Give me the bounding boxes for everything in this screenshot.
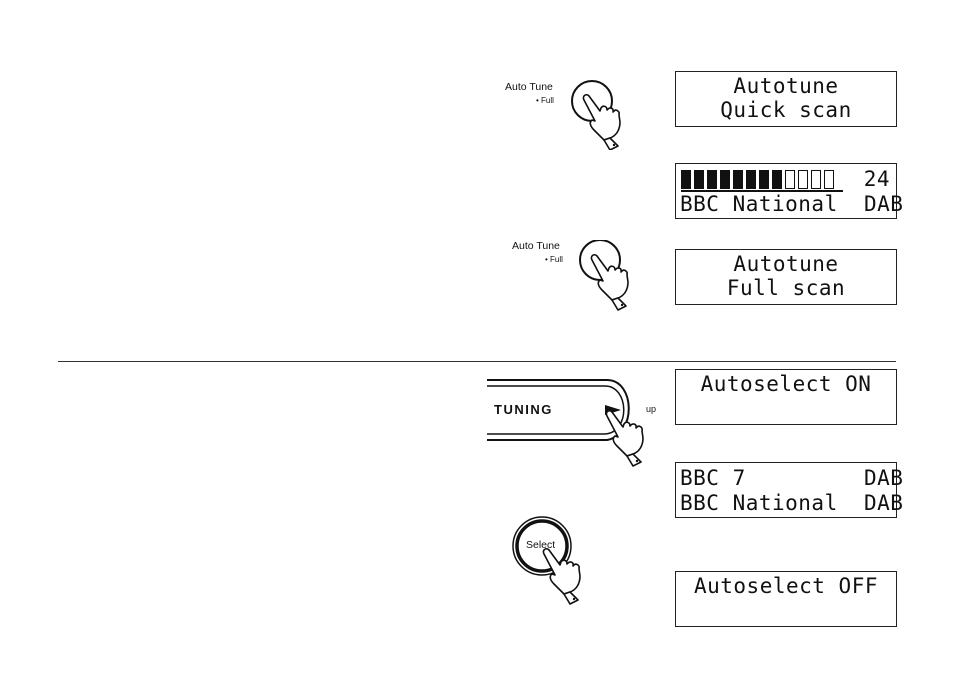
section-divider bbox=[58, 361, 896, 362]
progress-segment-filled bbox=[720, 170, 730, 189]
lcd-autotune-quick: Autotune Quick scan bbox=[675, 71, 897, 127]
auto-tune-button-quick[interactable] bbox=[570, 78, 650, 150]
pointing-hand-icon bbox=[590, 253, 629, 311]
auto-tune-full-sublabel: • Full bbox=[545, 255, 563, 264]
lcd-line-1: BBC 7 DAB bbox=[680, 466, 904, 490]
auto-tune-full-sublabel: • Full bbox=[536, 96, 554, 105]
progress-segment-empty bbox=[785, 170, 795, 189]
progress-segment-filled bbox=[759, 170, 769, 189]
pointing-hand-icon bbox=[542, 547, 581, 605]
tuning-outline-outer bbox=[487, 379, 630, 441]
scan-progress-bars bbox=[681, 170, 837, 189]
progress-segment-empty bbox=[811, 170, 821, 189]
lcd-autotune-full: Autotune Full scan bbox=[675, 249, 897, 305]
lcd-line-2: BBC National DAB bbox=[680, 491, 904, 515]
lcd-line-2: BBC National DAB bbox=[680, 192, 904, 216]
progress-segment-filled bbox=[733, 170, 743, 189]
progress-segment-filled bbox=[772, 170, 782, 189]
lcd-line-1: Autoselect ON bbox=[700, 372, 872, 396]
tuning-control[interactable] bbox=[487, 376, 667, 476]
lcd-line-2: Quick scan bbox=[720, 98, 852, 122]
lcd-line-1: Autotune bbox=[733, 252, 839, 276]
progress-segment-filled bbox=[707, 170, 717, 189]
lcd-line-2: Full scan bbox=[726, 276, 846, 300]
auto-tune-label: Auto Tune bbox=[505, 81, 553, 93]
scan-progress-underline bbox=[681, 190, 843, 192]
select-button[interactable] bbox=[504, 516, 604, 606]
lcd-line-1: Autotune bbox=[733, 74, 839, 98]
station-count: 24 bbox=[863, 167, 890, 191]
lcd-scan-progress: 24 BBC National DAB bbox=[675, 163, 904, 219]
auto-tune-label: Auto Tune bbox=[512, 240, 560, 252]
lcd-autoselect-on: Autoselect ON bbox=[675, 369, 897, 425]
lcd-autoselect-off: Autoselect OFF bbox=[675, 571, 897, 627]
lcd-line-1: Autoselect OFF bbox=[693, 574, 878, 598]
progress-segment-filled bbox=[681, 170, 691, 189]
lcd-station-list: BBC 7 DAB BBC National DAB bbox=[675, 462, 904, 518]
progress-segment-empty bbox=[798, 170, 808, 189]
progress-segment-empty bbox=[824, 170, 834, 189]
pointing-hand-icon bbox=[605, 409, 644, 467]
auto-tune-button-full[interactable] bbox=[578, 240, 658, 312]
progress-segment-filled bbox=[746, 170, 756, 189]
tuning-label: TUNING bbox=[494, 402, 553, 417]
tuning-outline-inner bbox=[487, 385, 625, 435]
progress-segment-filled bbox=[694, 170, 704, 189]
tuning-up-label: up bbox=[646, 404, 657, 414]
pointing-hand-icon bbox=[582, 93, 621, 150]
select-button-label: Select bbox=[526, 539, 556, 551]
